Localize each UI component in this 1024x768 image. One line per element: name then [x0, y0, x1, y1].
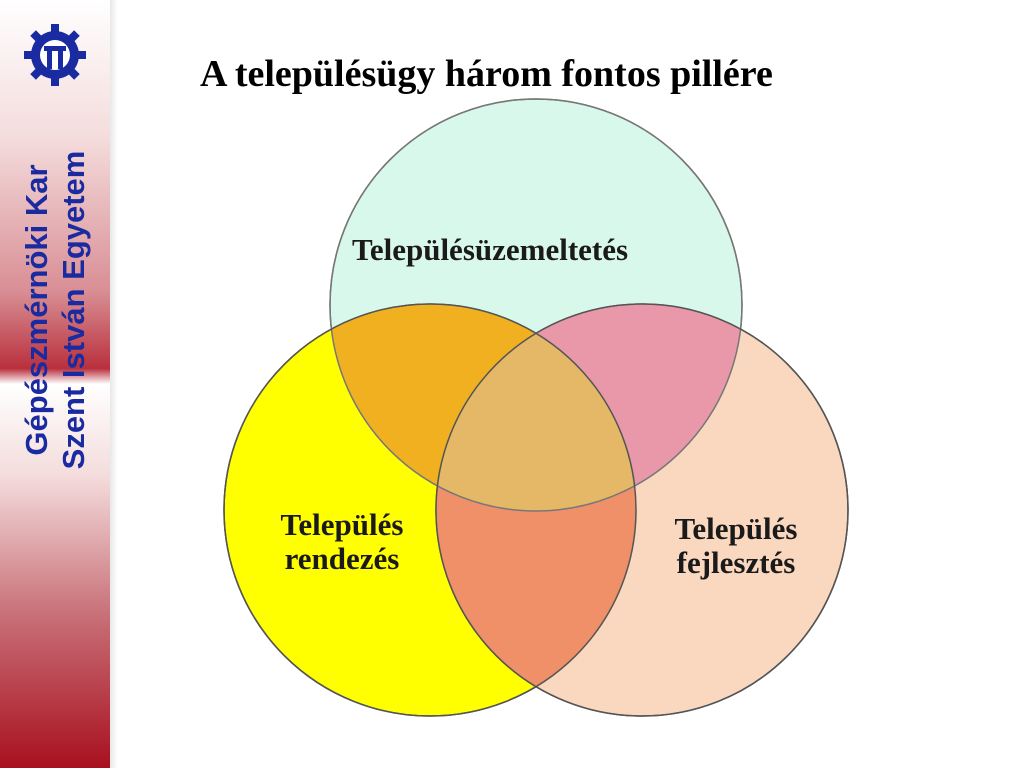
label-rendezes-line1: Település: [280, 507, 404, 542]
outline-right: [435, 303, 849, 717]
page-title: A településügy három fontos pillére: [200, 53, 773, 95]
label-rendezes: Település rendezés: [252, 508, 432, 576]
outline-left: [223, 303, 637, 717]
overlap-center: [436, 304, 636, 511]
gear-logo-icon: [24, 24, 86, 86]
label-uzemeltetes: Településüzemeltetés: [352, 232, 629, 267]
sidebar-edge: [110, 0, 118, 768]
outline-top: [329, 98, 743, 512]
label-fejlesztes: Település fejlesztés: [646, 512, 826, 580]
label-fejlesztes-line1: Település: [674, 511, 798, 546]
sidebar: [0, 0, 110, 768]
label-fejlesztes-line2: fejlesztés: [676, 545, 796, 580]
label-rendezes-line2: rendezés: [284, 541, 400, 576]
